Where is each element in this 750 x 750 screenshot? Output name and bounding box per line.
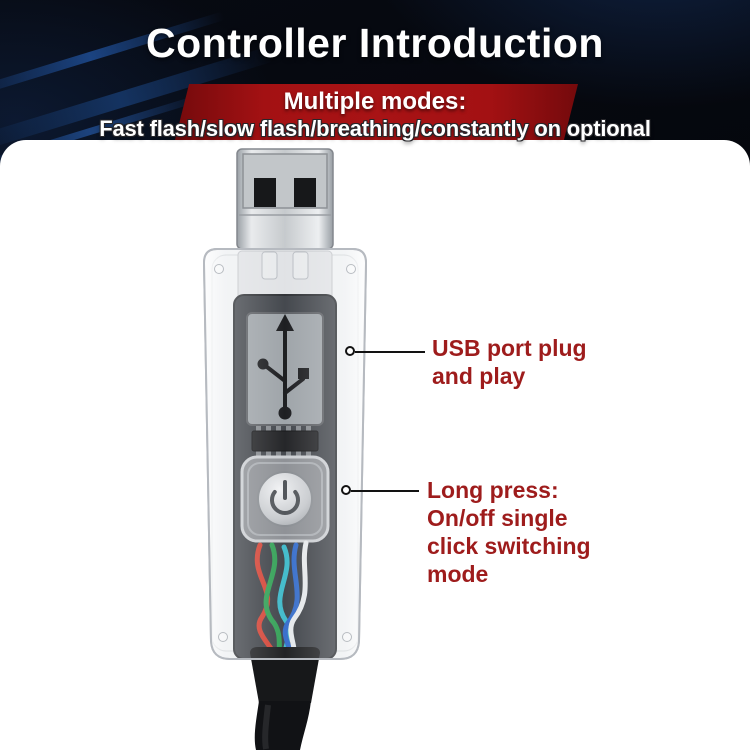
cable [250,647,320,750]
callout-long-press: Long press: On/off single click switchin… [427,476,591,588]
usb-controller-illustration [202,148,368,750]
banner-ribbon [175,84,578,140]
callout-dot-long-press [341,485,351,495]
banner-heading: Multiple modes: [283,88,467,115]
callout-dot-usb [345,346,355,356]
callout-long-press-line: Long press: [427,477,559,503]
callout-line-usb [355,351,425,353]
callout-line-long-press [351,490,419,492]
usb-plug [236,148,334,250]
content-panel [0,140,750,750]
callout-usb-line: USB port plug [432,335,587,361]
callout-long-press-line: On/off single [427,505,568,531]
callout-usb-port: USB port plug and play [432,334,587,390]
plastic-overlay [202,248,368,660]
page-title: Controller Introduction [146,20,604,66]
callout-long-press-line: mode [427,561,489,587]
banner-subheading: Fast flash/slow flash/breathing/constant… [99,116,651,141]
callout-long-press-line: click switching [427,533,591,559]
callout-usb-line: and play [432,363,526,389]
